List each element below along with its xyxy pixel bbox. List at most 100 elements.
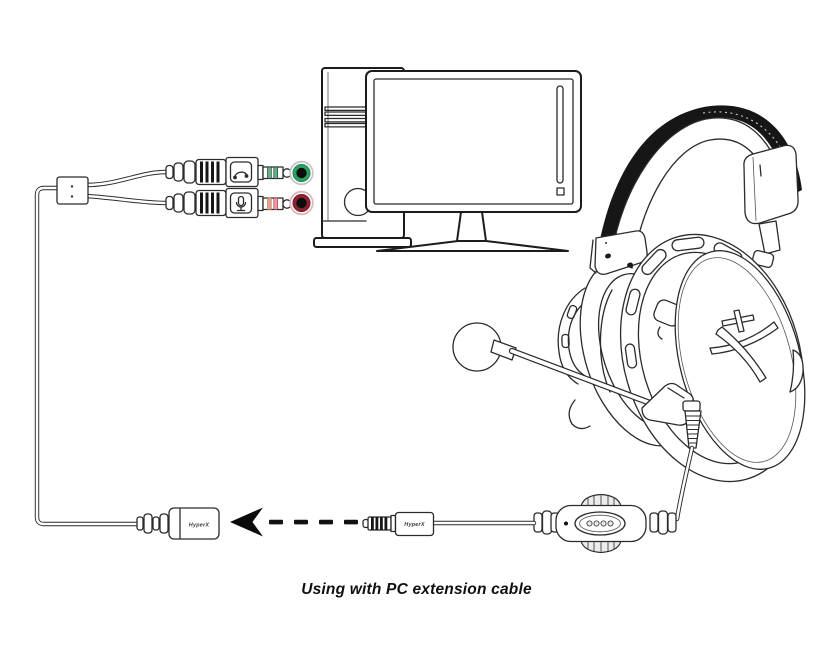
brand-mark: HyperX	[189, 523, 210, 529]
figure-caption: Using with PC extension cable	[301, 581, 532, 598]
tip-ring	[380, 517, 383, 530]
headphone-plug	[165, 156, 292, 188]
strain-relief-rib	[165, 164, 174, 180]
strain-relief-rib	[657, 510, 669, 535]
block-pin	[605, 242, 607, 244]
strain-relief-rib	[159, 513, 169, 534]
arrow-dash	[269, 519, 283, 525]
tip-ring	[384, 517, 388, 530]
mic-mute-pad[interactable]	[574, 511, 626, 536]
pad-dot	[586, 520, 593, 527]
barrel-stripe	[216, 192, 220, 214]
yoke-hook	[568, 399, 591, 430]
yoke-hinge	[751, 249, 775, 269]
extension-cable	[34, 169, 169, 527]
icon-plate	[229, 161, 253, 183]
arrow-dash	[319, 519, 333, 525]
mic-plug	[165, 187, 292, 219]
barrel-stripe	[211, 192, 214, 214]
plug-tip	[262, 197, 284, 211]
brand-mark: HyperX	[404, 522, 425, 528]
right-slider-block	[743, 144, 799, 269]
headset-plug-male: HyperX	[362, 511, 435, 537]
block-screw	[605, 253, 611, 259]
headphone-port-hole	[296, 167, 307, 179]
audio-ports	[289, 160, 314, 216]
frame-slot	[624, 343, 638, 369]
mic-mute-pad-inner	[579, 514, 621, 533]
hyperx-logo	[709, 309, 779, 383]
arrow-dash	[294, 519, 308, 525]
mic-port-hole	[296, 197, 307, 209]
extension-cable-run-core	[35, 186, 139, 526]
microphone-icon	[235, 195, 247, 212]
plug-neck	[257, 195, 264, 212]
arrow-dash	[344, 519, 358, 525]
splitter-lead-mic-core	[84, 194, 168, 205]
headset	[452, 105, 806, 522]
splitter-box	[56, 176, 89, 205]
plug-tip-stripe-pink	[267, 197, 272, 210]
headset-cable-core	[675, 446, 694, 521]
extension-cable-run	[34, 185, 140, 527]
plug-collar	[390, 514, 397, 533]
strain-relief-rib	[173, 162, 184, 182]
tower-base	[313, 237, 412, 248]
barrel-stripe	[205, 161, 209, 183]
barrel-stripe	[200, 161, 203, 183]
barrel-stripe	[211, 161, 214, 183]
monitor-stand-base	[376, 240, 569, 252]
yoke-slot	[566, 304, 578, 320]
tip-ring	[375, 517, 379, 530]
screen-detail-square	[556, 187, 565, 196]
splitter-dot	[70, 185, 74, 188]
cup-outer-plate	[674, 250, 806, 470]
tip-ring	[371, 517, 374, 530]
direction-arrow	[230, 507, 358, 537]
strain-relief-rib	[136, 516, 144, 531]
strain-relief-rib	[541, 510, 553, 535]
monitor-frame	[365, 70, 582, 213]
frame-side-tab	[789, 349, 804, 393]
monitor-stand-neck	[456, 211, 487, 242]
cup-inner-rim	[677, 257, 797, 463]
icon-plate	[229, 192, 253, 214]
headphones-icon	[233, 171, 249, 180]
pad-dot	[593, 520, 600, 527]
plug-tip-stripe-green	[273, 166, 278, 179]
pad-dot	[600, 520, 607, 527]
strain-relief-rib	[165, 195, 174, 211]
pad-dot	[607, 520, 614, 527]
strain-relief-rib	[183, 160, 196, 184]
left-yoke	[557, 287, 591, 430]
strain-relief-rib	[667, 512, 677, 533]
boom-base	[490, 339, 517, 361]
extension-jack-female: HyperX	[136, 507, 220, 540]
frame-slot	[641, 248, 667, 276]
barrel-stripe	[216, 161, 220, 183]
block-screw	[627, 262, 633, 268]
strain-relief-rib	[152, 516, 160, 531]
strain-relief-rib	[649, 512, 659, 533]
monitor	[365, 70, 582, 252]
wheel-ridges	[587, 495, 615, 552]
plug-body	[394, 511, 435, 537]
monitor-screen	[373, 78, 574, 205]
splitter-dot	[70, 195, 74, 198]
plug-tip-stripe-green	[267, 166, 272, 179]
headset-cable-relief	[682, 400, 702, 449]
arrowhead-left	[230, 507, 263, 537]
ear-cup-plate	[674, 250, 806, 470]
frame-slot	[625, 288, 641, 316]
strain-relief-rib	[143, 513, 153, 534]
plug-tip-stripe-pink	[273, 197, 278, 210]
strain-relief-rib	[183, 191, 196, 215]
frame-slot	[671, 236, 705, 252]
splitter-lead-headphone-core	[84, 170, 168, 187]
jack-body	[168, 507, 220, 540]
strain-relief-rib	[173, 193, 184, 213]
barrel-stripe	[200, 192, 203, 214]
screen-highlight	[556, 85, 564, 184]
barrel-stripe	[205, 192, 209, 214]
